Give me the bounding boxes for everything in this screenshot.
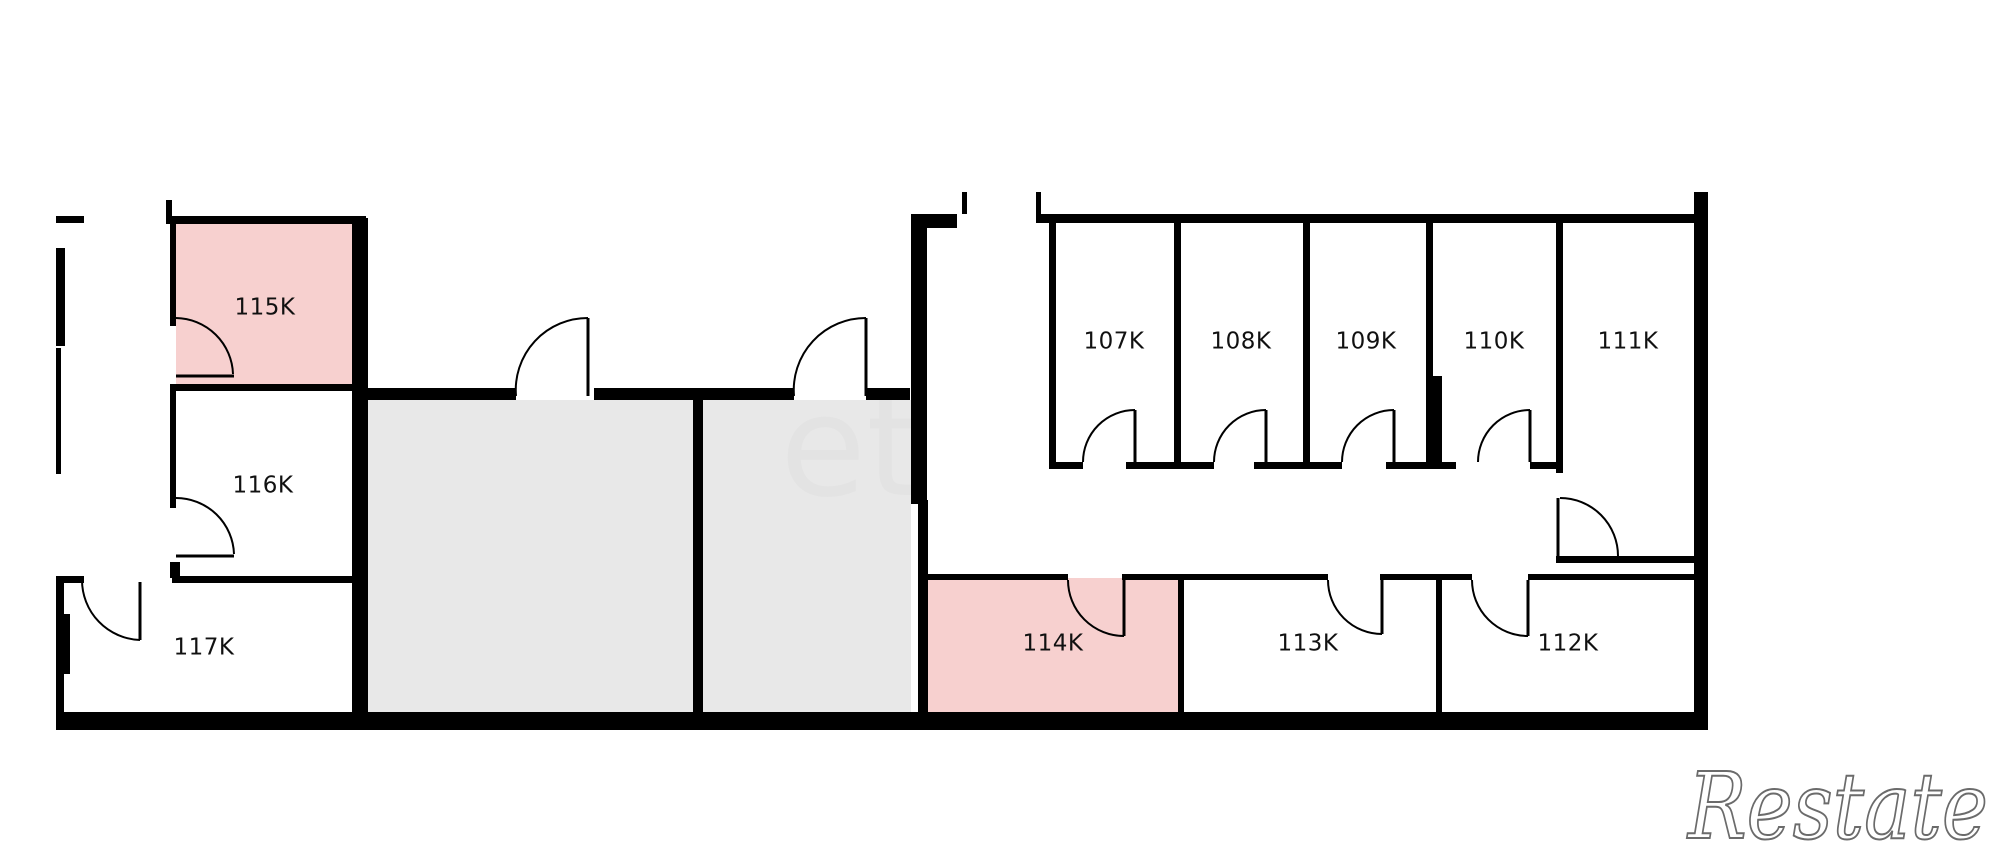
room-110-label[interactable]: 110K [1464,329,1525,355]
room-115-fill[interactable] [176,222,352,384]
room-116-label[interactable]: 116K [233,473,294,499]
walls-center-block [368,316,910,712]
room-111-label[interactable]: 111K [1598,329,1659,355]
common-area-left [368,400,693,712]
walls-left-block [56,200,368,712]
room-107-label[interactable]: 107K [1084,329,1145,355]
room-108-label[interactable]: 108K [1211,329,1272,355]
brand-watermark: Restate [1686,753,1988,850]
room-115-label[interactable]: 115K [235,295,296,321]
room-117-label[interactable]: 117K [174,635,235,661]
room-114-fill[interactable] [928,578,1178,712]
bottom-outer-wall [56,712,1708,730]
common-area-right [703,400,911,712]
room-109-label[interactable]: 109K [1336,329,1397,355]
room-114-label[interactable]: 114K [1023,631,1084,657]
room-113-label[interactable]: 113K [1278,631,1339,657]
room-112-label[interactable]: 112K [1538,631,1599,657]
walls-right-block [911,192,1708,712]
room-labels: 115K 116K 117K 107K 108K 109K 110K 111K … [174,295,1659,661]
